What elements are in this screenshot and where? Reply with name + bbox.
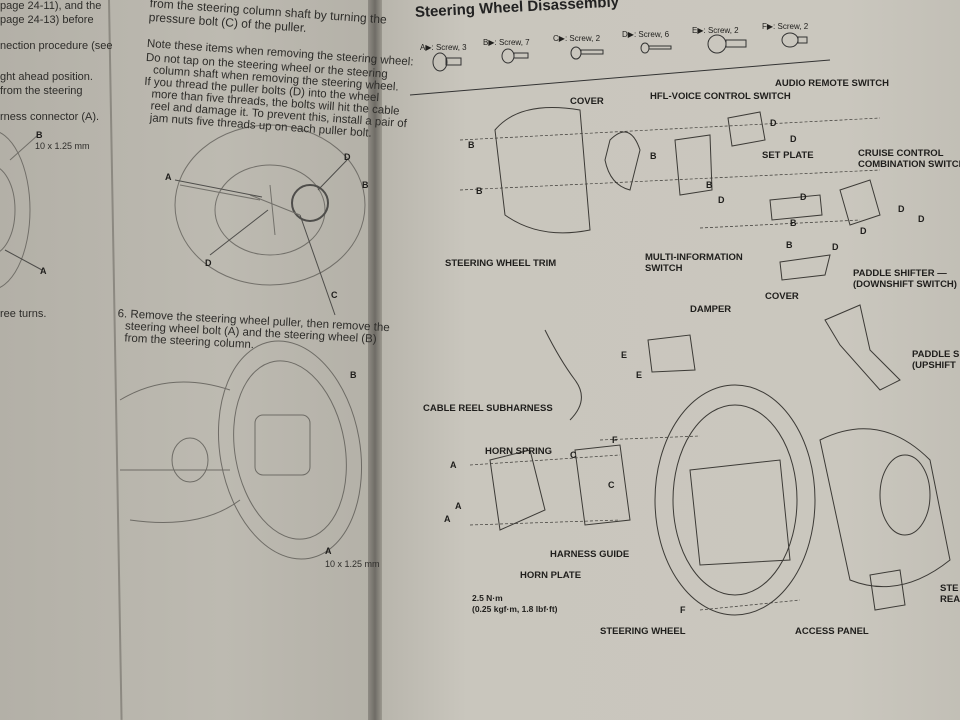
- callout-letter: C: [608, 480, 615, 490]
- callout-letter: B: [650, 151, 657, 161]
- label-line: REA: [940, 594, 960, 605]
- label-line: (UPSHIFT: [912, 360, 956, 371]
- callout-letter: F: [612, 435, 618, 445]
- torque-spec: 2.5 N·m(0.25 kgf·m, 1.8 lbf·ft): [472, 593, 557, 615]
- fig1-callout: C: [331, 290, 338, 300]
- screw-legend-d: D▶: Screw, 6: [622, 30, 670, 39]
- screw-legend-b: B▶: Screw, 7: [483, 38, 530, 47]
- label-line: (0.25 kgf·m, 1.8 lbf·ft): [472, 604, 558, 614]
- screw-label: : Screw, 6: [633, 30, 670, 39]
- callout-letter: B: [476, 186, 483, 196]
- callout-letter: B: [706, 180, 713, 190]
- wheel-removal-figure: [119, 340, 363, 560]
- screw-letter: F: [762, 22, 767, 31]
- label-steering-wheel-trim: STEERING WHEEL TRIM: [445, 258, 557, 269]
- callout-letter: A: [450, 460, 457, 470]
- left-text-line: page 24-11), and the: [0, 0, 102, 12]
- callout-letter: E: [621, 350, 628, 360]
- label-line: PADDLE SHIFTER —: [853, 268, 947, 279]
- callout-letter: A: [444, 514, 451, 524]
- screw-letter: C: [553, 34, 559, 43]
- label-audio-remote-switch: AUDIO REMOTE SWITCH: [775, 78, 889, 89]
- right-page: [380, 0, 960, 720]
- callout-letter: B: [468, 140, 475, 150]
- fig1-callout: B: [362, 180, 369, 190]
- screw-letter: B: [483, 38, 489, 47]
- middle-text-block: from the steering column shaft by turnin…: [142, 0, 416, 140]
- label-line: CRUISE CONTROL: [858, 148, 944, 159]
- left-text-line: rness connector (A).: [0, 111, 100, 123]
- fig1-callout: D: [344, 152, 351, 162]
- label-cover-bottom: COVER: [765, 291, 799, 302]
- screw-legend-e: E▶: Screw, 2: [692, 26, 739, 35]
- fig2-callout-b: B: [350, 370, 357, 380]
- callout-letter: A: [455, 501, 462, 511]
- callout-letter: D: [860, 226, 867, 236]
- left-text-line: nection procedure (see: [0, 40, 113, 52]
- callout-letter: D: [800, 192, 807, 202]
- callout-letter: D: [770, 118, 777, 128]
- screw-label: : Screw, 7: [494, 38, 530, 47]
- callout-letter: E: [636, 370, 643, 380]
- label-cover-top: COVER: [570, 96, 604, 107]
- label-harness-guide: HARNESS GUIDE: [550, 549, 630, 560]
- screw-label: : Screw, 2: [564, 34, 601, 43]
- left-text-line: page 24-13) before: [0, 14, 94, 26]
- left-text-line: ght ahead position.: [0, 71, 93, 83]
- label-line: PADDLE S: [912, 349, 960, 360]
- bolt-spec: 10 x 1.25 mm: [35, 141, 90, 151]
- fig2-bolt-spec: 10 x 1.25 mm: [325, 559, 380, 569]
- fig2-callout-a: A: [325, 546, 332, 556]
- screw-label: : Screw, 2: [703, 26, 739, 35]
- screw-label: : Screw, 3: [431, 43, 467, 52]
- left-text-line: ree turns.: [0, 308, 47, 320]
- screw-letter: A: [420, 43, 426, 52]
- screw-letter: D: [622, 30, 628, 39]
- exploded-view: [459, 107, 951, 616]
- callout-letter: B: [786, 240, 793, 250]
- screw-legend-f: F▶: Screw, 2: [762, 22, 809, 31]
- screw-legend-a: A▶: Screw, 3: [420, 43, 467, 52]
- label-line: SWITCH: [645, 263, 683, 274]
- callout-letter: C: [570, 450, 577, 460]
- label-horn-spring: HORN SPRING: [485, 446, 553, 457]
- puller-figure: [174, 124, 366, 316]
- callout-letter: F: [680, 605, 686, 615]
- label-line: 2.5 N·m: [472, 593, 503, 603]
- callout-b: B: [36, 130, 43, 140]
- callout-a: A: [40, 266, 47, 276]
- screw-label: : Screw, 2: [773, 22, 809, 31]
- fig1-callout: A: [165, 172, 172, 182]
- label-line: STE: [940, 583, 959, 594]
- left-page: [0, 0, 372, 720]
- label-line: COMBINATION SWITCH: [858, 159, 960, 170]
- label-damper: DAMPER: [690, 304, 732, 315]
- callout-letter: B: [790, 218, 797, 228]
- label-line: (DOWNSHIFT SWITCH): [853, 279, 957, 290]
- label-cable-reel-subharness: CABLE REEL SUBHARNESS: [423, 403, 553, 414]
- screw-row: [409, 32, 831, 96]
- label-line: MULTI-INFORMATION: [645, 252, 743, 263]
- left-text-line: from the steering: [0, 85, 83, 97]
- label-steering-wheel: STEERING WHEEL: [600, 626, 686, 637]
- callout-letter: D: [718, 195, 725, 205]
- label-access-panel: ACCESS PANEL: [795, 626, 869, 637]
- screw-letter: E: [692, 26, 698, 35]
- callout-letter: D: [832, 242, 839, 252]
- label-paddle-shifter-downshift: PADDLE SHIFTER —(DOWNSHIFT SWITCH): [853, 268, 957, 290]
- callout-letter: D: [898, 204, 905, 214]
- label-paddle-shifter-upshift: PADDLE S(UPSHIFT: [912, 349, 959, 371]
- label-horn-plate: HORN PLATE: [520, 570, 582, 581]
- label-hfl-voice-control-switch: HFL-VOICE CONTROL SWITCH: [650, 91, 791, 102]
- label-set-plate: SET PLATE: [762, 150, 814, 161]
- callout-letter: D: [790, 134, 797, 144]
- callout-letter: D: [918, 214, 925, 224]
- screw-legend-c: C▶: Screw, 2: [553, 34, 601, 43]
- book-gutter: [368, 0, 382, 720]
- fig1-callout: D: [205, 258, 212, 268]
- left-wheel-drawing: [0, 132, 43, 288]
